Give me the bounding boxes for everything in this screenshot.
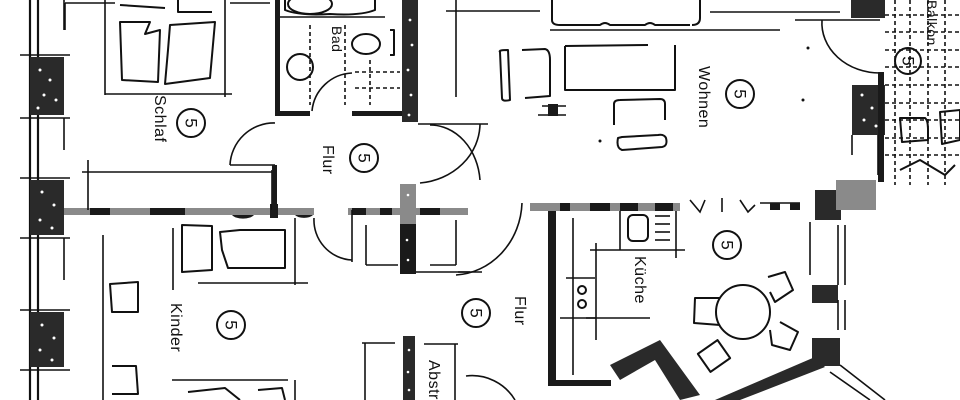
room-label-bad: Bad: [329, 26, 345, 53]
room-marker-flur-upper: 5: [349, 143, 379, 173]
room-marker-kueche: 5: [712, 230, 742, 260]
room-label-wohnen: Wohnen: [695, 66, 712, 129]
room-label-kueche: Küche: [631, 256, 648, 304]
room-label-abstellraum: Abstr: [425, 360, 442, 400]
room-marker-balkon: 5: [894, 47, 922, 75]
left-exterior-wall: [20, 0, 70, 400]
room-marker-schlaf: 5: [176, 108, 206, 138]
right-wall-balkon: [795, 0, 960, 185]
room-label-kinder: Kinder: [167, 303, 184, 353]
schlaf-furniture: [64, 0, 273, 210]
room-label-balkon: Balkon: [924, 0, 940, 46]
room-marker-flur-lower: 5: [461, 298, 491, 328]
bad-room: [275, 0, 418, 122]
room-label-flur-lower: Flur: [511, 296, 528, 326]
kinder-furniture: [102, 218, 308, 400]
kueche-room: [530, 180, 886, 400]
room-label-schlaf: Schlaf: [151, 95, 168, 143]
room-marker-kinder: 5: [216, 310, 246, 340]
room-marker-wohnen: 5: [725, 79, 755, 109]
wohnen-furniture: [429, 0, 840, 181]
flur-lower-hall: [362, 202, 523, 400]
room-label-flur-upper: Flur: [319, 145, 336, 175]
flur-upper-hall: [229, 122, 488, 274]
